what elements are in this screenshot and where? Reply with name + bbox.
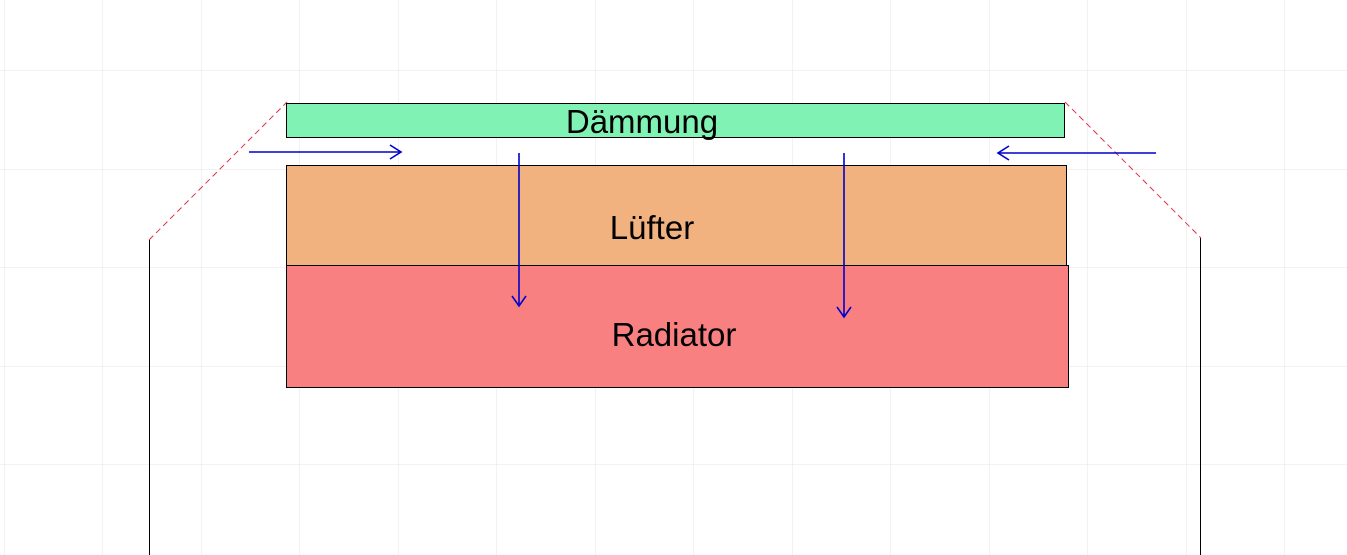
fan-label: Lüfter	[610, 209, 694, 246]
radiator-label: Radiator	[612, 316, 737, 353]
insulation-block: Dämmung	[286, 103, 1065, 140]
insulation-rect	[286, 103, 1065, 138]
radiator-rect	[286, 265, 1069, 388]
airflow-inflow-right-arrow	[996, 145, 1156, 161]
chamfer-left-dashed	[148, 101, 288, 241]
fan-block: Lüfter	[286, 165, 1067, 266]
airflow-down-arrow-left	[511, 153, 527, 308]
airflow-down-arrow-right	[836, 153, 852, 319]
airflow-inflow-left-arrow	[249, 144, 403, 160]
enclosure	[148, 101, 1202, 555]
fan-rect	[286, 165, 1067, 266]
radiator-block: Radiator	[286, 265, 1069, 388]
insulation-label: Dämmung	[566, 103, 718, 140]
airflow-arrows	[249, 144, 1156, 319]
chamfer-right-dashed	[1064, 101, 1202, 239]
